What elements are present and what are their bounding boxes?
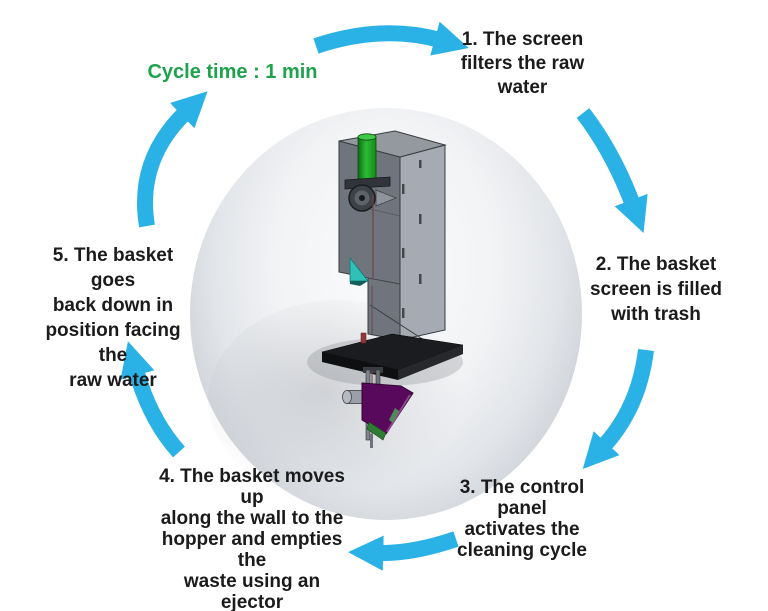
cycle-arrow-4	[348, 531, 459, 571]
step-4-text: 4. The basket moves up along the wall to…	[159, 466, 345, 611]
cycle-arrow-6	[137, 91, 208, 228]
cycle-arrow-3	[582, 348, 654, 469]
machine-illustration	[307, 130, 464, 448]
panel-hinges	[402, 160, 422, 318]
step-5-text: 5. The basket goes back down in position…	[45, 245, 181, 391]
lower-assembly	[342, 367, 414, 448]
cable-anchor	[360, 332, 367, 344]
ejector-shovel	[366, 421, 387, 441]
step-1-text: 1. The screen filters the raw water	[460, 29, 585, 98]
step-2-text: 2. The basket screen is filled with tras…	[589, 254, 722, 325]
drive-motor	[357, 133, 377, 182]
step-3-text: 3. The control panel activates the clean…	[457, 477, 587, 561]
housing-tower	[338, 130, 447, 341]
cycle-arrow-1	[313, 21, 469, 56]
screen-basket	[349, 256, 369, 286]
cycle-arrow-2	[576, 108, 648, 233]
cable-pulley	[344, 176, 398, 334]
cycle-time-label: Cycle time : 1 min	[147, 61, 318, 83]
